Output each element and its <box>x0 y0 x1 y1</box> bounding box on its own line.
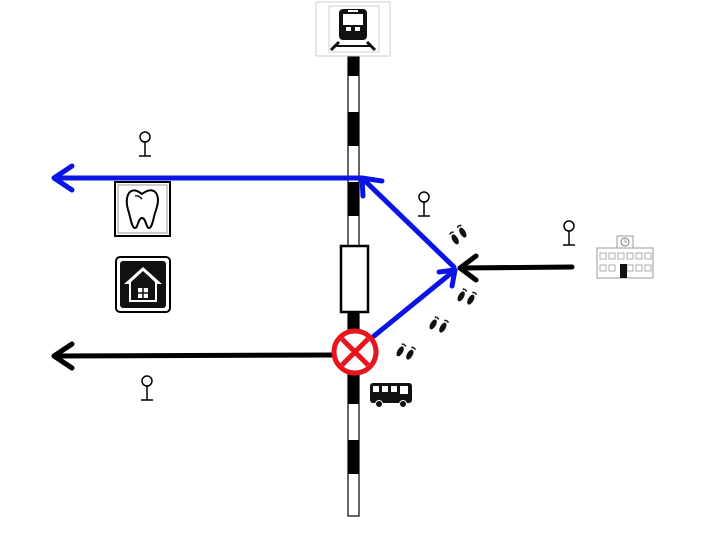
bus-stop-icon <box>141 375 153 401</box>
footprints-icon <box>427 315 450 334</box>
bus-icon <box>370 383 412 408</box>
route-upper-blue <box>51 163 457 270</box>
house-icon <box>115 256 171 313</box>
route-diagonal-blue <box>371 267 458 339</box>
train-station-icon <box>315 1 391 57</box>
route-school-black <box>457 253 575 283</box>
footprints-icon <box>394 342 417 361</box>
railway-crossing <box>339 244 370 314</box>
footprints-icon <box>455 287 478 306</box>
blocked-crossing-icon <box>331 328 379 376</box>
bus-stop-icon <box>418 191 430 217</box>
bus-stop-icon <box>139 131 151 157</box>
dentist-tooth-icon <box>114 181 171 237</box>
footprints-icon <box>448 223 469 246</box>
school-building-icon <box>596 235 654 279</box>
bus-stop-icon <box>563 220 575 246</box>
route-lower-black <box>51 341 339 371</box>
